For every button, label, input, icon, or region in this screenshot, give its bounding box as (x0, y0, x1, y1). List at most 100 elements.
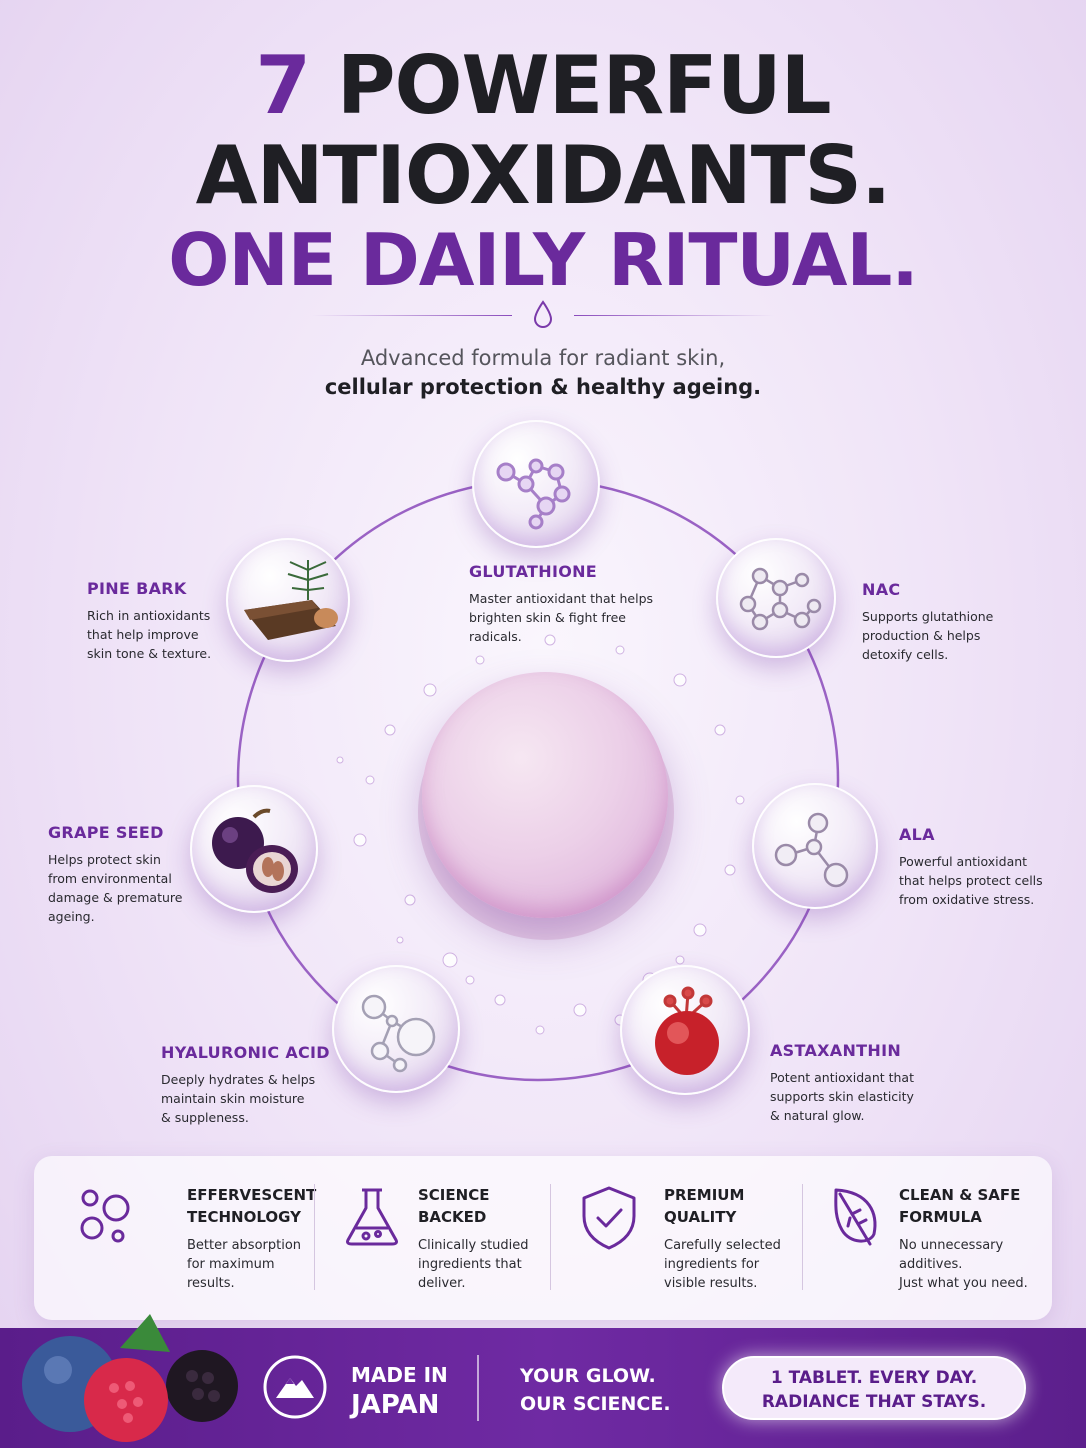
desc-line: maintain skin moisture (161, 1091, 305, 1106)
ingredient-desc: Helps protect skin from environmental da… (48, 850, 182, 926)
bubble-molecule-icon (361, 994, 436, 1073)
headline-line-3: ONE DAILY RITUAL. (168, 218, 918, 302)
feature-desc-line: deliver. (418, 1276, 466, 1291)
ingredient-desc: Potent antioxidant that supports skin el… (770, 1068, 914, 1125)
astaxanthin-bubble (620, 965, 750, 1095)
feature-divider (802, 1184, 803, 1290)
leaf-icon (834, 1188, 877, 1246)
ingredient-title: HYALURONIC ACID (161, 1043, 330, 1062)
desc-line: & suppleness. (161, 1110, 249, 1125)
desc-line: ageing. (48, 909, 95, 924)
japan-label: JAPAN (351, 1390, 440, 1420)
feature-title-line: BACKED (418, 1208, 487, 1226)
desc-line: Helps protect skin (48, 852, 161, 867)
feature-title-line: FORMULA (899, 1208, 982, 1226)
feature-clean: CLEAN & SAFE FORMULA No unnecessary addi… (830, 1156, 1044, 1320)
ingredient-desc: Supports glutathione production & helps … (862, 607, 993, 664)
desc-line: detoxify cells. (862, 647, 949, 662)
pine-bark-icon (244, 560, 338, 640)
footer-bar: MADE IN JAPAN YOUR GLOW. OUR SCIENCE. 1 … (0, 1314, 1086, 1448)
ingredient-title: PINE BARK (87, 579, 187, 598)
feature-title: SCIENCE BACKED (418, 1184, 489, 1228)
ingredient-grape-seed: GRAPE SEED Helps protect skin from envir… (48, 823, 182, 926)
divider-line-right (574, 315, 774, 316)
grape-seed-bubble (190, 785, 318, 913)
ingredient-desc: Powerful antioxidant that helps protect … (899, 852, 1043, 909)
pill-line-1: 1 TABLET. EVERY DAY. (770, 1368, 978, 1388)
feature-title-line: QUALITY (664, 1208, 737, 1226)
feature-title-line: CLEAN & SAFE (899, 1186, 1021, 1204)
desc-line: supports skin elasticity (770, 1089, 914, 1104)
feature-desc-line: ingredients that (418, 1257, 522, 1272)
ala-bubble (752, 783, 878, 909)
tablet-splash (300, 580, 800, 1050)
feature-desc-line: Clinically studied (418, 1238, 529, 1253)
desc-line: brighten skin & fight free (469, 610, 626, 625)
features-card: EFFERVESCENT TECHNOLOGY Better absorptio… (34, 1156, 1052, 1320)
feature-science: SCIENCE BACKED Clinically studied ingred… (342, 1156, 572, 1320)
hyaluronic-bubble (332, 965, 460, 1093)
ingredient-hyaluronic-acid: HYALURONIC ACID Deeply hydrates & helps … (161, 1043, 330, 1127)
ingredient-desc: Rich in antioxidants that help improve s… (87, 606, 211, 663)
ingredient-ala: ALA Powerful antioxidant that helps prot… (899, 825, 1043, 909)
subtitle-line-1: Advanced formula for radiant skin, (360, 346, 726, 370)
effervescent-tablet (422, 672, 668, 918)
grape-icon (212, 808, 298, 893)
feature-title: CLEAN & SAFE FORMULA (899, 1184, 1020, 1228)
desc-line: radicals. (469, 629, 522, 644)
ingredient-title: GLUTATHIONE (469, 562, 598, 581)
desc-line: & natural glow. (770, 1108, 865, 1123)
feature-desc: Better absorption for maximum results. (187, 1236, 301, 1293)
made-in-japan: MADE IN JAPAN (351, 1360, 448, 1420)
feature-title: EFFERVESCENT TECHNOLOGY (187, 1184, 316, 1228)
ingredient-glutathione: GLUTATHIONE Master antioxidant that help… (469, 562, 653, 646)
feature-desc-line: results. (187, 1276, 235, 1291)
ingredient-title: NAC (862, 580, 901, 599)
splash-droplets (336, 634, 764, 1035)
desc-line: from oxidative stress. (899, 892, 1035, 907)
molecule-icon (496, 458, 571, 530)
headline-number: 7 (255, 39, 311, 132)
droplet-icon (533, 300, 553, 328)
feature-divider (550, 1184, 551, 1290)
glutathione-bubble (472, 420, 600, 548)
feature-effervescent: EFFERVESCENT TECHNOLOGY Better absorptio… (74, 1156, 334, 1320)
bubbles-icon (80, 1189, 130, 1243)
feature-desc: No unnecessary additives. Just what you … (899, 1236, 1028, 1293)
desc-line: Master antioxidant that helps (469, 591, 654, 606)
flask-icon (346, 1188, 398, 1246)
feature-desc-line: Just what you need. (899, 1276, 1028, 1291)
feature-desc: Carefully selected ingredients for visib… (664, 1236, 781, 1293)
pill-line-2: RADIANCE THAT STAYS. (761, 1392, 987, 1412)
feature-desc-line: for maximum (187, 1257, 275, 1272)
feature-title: PREMIUM QUALITY (664, 1184, 744, 1228)
feature-divider (314, 1184, 315, 1290)
desc-line: from environmental (48, 871, 172, 886)
tagline-line-1: YOUR GLOW. (520, 1365, 656, 1387)
ingredient-pine-bark: PINE BARK Rich in antioxidants that help… (87, 579, 211, 663)
nac-bubble (716, 538, 836, 658)
berries-icon (22, 1314, 238, 1442)
desc-line: Supports glutathione (862, 609, 994, 624)
feature-premium: PREMIUM QUALITY Carefully selected ingre… (578, 1156, 808, 1320)
mountain-badge-icon (263, 1355, 327, 1419)
feature-desc-line: ingredients for (664, 1257, 760, 1272)
desc-line: Deeply hydrates & helps (161, 1072, 316, 1087)
ingredient-desc: Deeply hydrates & helps maintain skin mo… (161, 1070, 330, 1127)
desc-line: production & helps (862, 628, 981, 643)
feature-title-line: SCIENCE (418, 1186, 490, 1204)
desc-line: skin tone & texture. (87, 646, 212, 661)
subtitle-line-2: cellular protection & healthy ageing. (324, 375, 762, 399)
ingredient-title: GRAPE SEED (48, 823, 164, 842)
desc-line: Powerful antioxidant (899, 854, 1028, 869)
headline-line-2: ANTIOXIDANTS. (195, 129, 892, 222)
desc-line: damage & premature (48, 890, 183, 905)
desc-line: that helps protect cells (899, 873, 1043, 888)
feature-desc: Clinically studied ingredients that deli… (418, 1236, 529, 1293)
molecule-icon (774, 812, 849, 888)
desc-line: Potent antioxidant that (770, 1070, 914, 1085)
made-in-label: MADE IN (351, 1363, 448, 1387)
feature-desc-line: Better absorption (187, 1238, 302, 1253)
daily-tablet-pill: 1 TABLET. EVERY DAY. RADIANCE THAT STAYS… (722, 1356, 1026, 1420)
